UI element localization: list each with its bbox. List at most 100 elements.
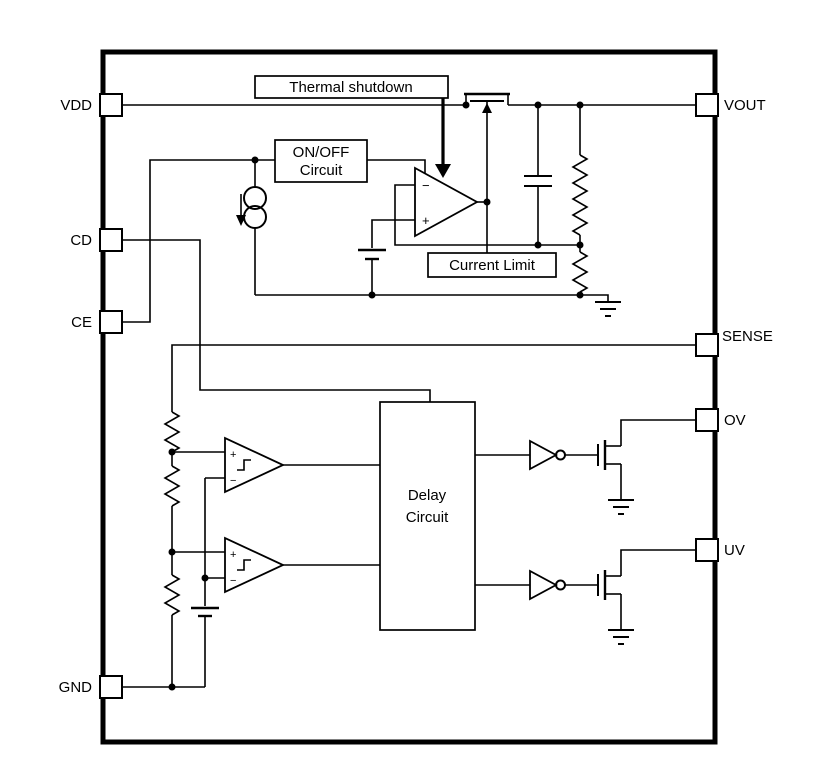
pin-ce-label: CE: [71, 314, 92, 331]
inverter-bubble: [555, 579, 566, 591]
pin-vdd: VDD: [60, 93, 123, 117]
thermal-arrow-head: [435, 164, 451, 178]
thermal-shutdown-block: Thermal shutdown: [254, 75, 451, 178]
wire: [122, 159, 275, 323]
pin-vdd-label: VDD: [60, 97, 92, 114]
resistor: [163, 465, 181, 507]
junction-dot: [462, 101, 470, 109]
comparator-minus-sign: −: [230, 475, 236, 487]
current-limit-label: Current Limit: [449, 257, 536, 274]
pin-cd-box: [99, 228, 123, 252]
comparator-uv: + −: [224, 536, 286, 594]
hysteresis-icon: [237, 559, 251, 571]
comparator-plus-sign: +: [230, 449, 236, 461]
current-limit-block: Current Limit: [427, 252, 557, 278]
pin-ov: OV: [695, 408, 746, 432]
comparator-triangle: [224, 436, 286, 494]
onoff-circuit-box: [274, 139, 368, 183]
junction-dot: [201, 574, 209, 582]
pin-ce: CE: [71, 310, 123, 334]
wire: [371, 219, 415, 248]
pin-sense: SENSE: [695, 328, 773, 357]
wire: [580, 294, 609, 302]
wire: [620, 419, 696, 446]
junction-dot: [168, 683, 176, 691]
current-limit-box: [427, 252, 557, 278]
onoff-label-line1: ON/OFF: [293, 144, 350, 161]
current-source-circle: [243, 186, 267, 210]
comparator-triangle: [224, 536, 286, 594]
junction-dot: [168, 448, 176, 456]
current-arrow-head: [236, 215, 246, 226]
inverter-triangle: [529, 569, 558, 601]
ground-symbol-divider: [595, 301, 621, 317]
sense-resistor-chain: [163, 411, 181, 616]
nmos-ov: [597, 440, 621, 470]
pin-vout-label: VOUT: [724, 97, 766, 114]
pin-uv: UV: [695, 538, 745, 562]
pin-ov-box: [695, 408, 719, 432]
pin-gnd-label: GND: [59, 679, 93, 696]
pin-cd-label: CD: [70, 232, 92, 249]
reference-voltage-bottom: [191, 606, 219, 618]
ground-symbol-ov: [608, 499, 634, 515]
pin-vdd-box: [99, 93, 123, 117]
delay-label-line1: Delay: [408, 487, 447, 504]
resistor: [571, 154, 589, 236]
opamp-triangle: [414, 166, 479, 238]
junction-dot: [576, 101, 584, 109]
junction-dot: [534, 101, 542, 109]
resistor: [163, 574, 181, 616]
opamp-minus-sign: −: [422, 178, 430, 193]
delay-circuit-block: Delay Circuit: [379, 401, 476, 631]
pin-sense-label: SENSE: [722, 328, 773, 345]
current-source-symbol: [236, 186, 267, 229]
pin-uv-label: UV: [724, 542, 745, 559]
ic-outline: [100, 49, 718, 745]
inverter-triangle: [529, 439, 558, 471]
comparator-plus-sign: +: [230, 549, 236, 561]
pin-vout-box: [695, 93, 719, 117]
pass-transistor: [464, 92, 510, 113]
pin-ov-label: OV: [724, 412, 746, 429]
junction-dot: [576, 291, 584, 299]
wire: [620, 549, 696, 576]
feedback-divider: [571, 154, 589, 293]
inverter-ov: [529, 439, 566, 471]
pin-sense-box: [695, 333, 719, 357]
junction-dot: [483, 198, 491, 206]
resistor: [571, 251, 589, 293]
pin-cd: CD: [70, 228, 123, 252]
reference-voltage-top: [358, 248, 386, 261]
error-amplifier: − +: [414, 166, 479, 238]
junction-dot: [168, 548, 176, 556]
nmos-uv: [597, 570, 621, 600]
compensation-capacitor: [524, 175, 552, 187]
opamp-plus-sign: +: [422, 213, 430, 228]
junction-dot: [576, 241, 584, 249]
inverter-bubble: [555, 449, 566, 461]
wires: [122, 101, 696, 688]
pin-gnd: GND: [59, 675, 123, 699]
onoff-label-line2: Circuit: [300, 162, 343, 179]
pin-vout: VOUT: [695, 93, 766, 117]
mosfet-arrow: [482, 103, 492, 113]
hysteresis-icon: [237, 459, 251, 471]
onoff-circuit-block: ON/OFF Circuit: [274, 139, 368, 183]
delay-circuit-box: [379, 401, 476, 631]
junction-dots: [168, 101, 584, 691]
inverter-uv: [529, 569, 566, 601]
comparator-minus-sign: −: [230, 575, 236, 587]
thermal-shutdown-label: Thermal shutdown: [289, 79, 412, 96]
wire: [367, 159, 426, 174]
comparator-ov: + −: [224, 436, 286, 494]
junction-dot: [534, 241, 542, 249]
thermal-shutdown-box: [254, 75, 449, 99]
pin-gnd-box: [99, 675, 123, 699]
wire: [122, 239, 431, 402]
junction-dot: [251, 156, 259, 164]
ground-symbol-uv: [608, 629, 634, 645]
pin-ce-box: [99, 310, 123, 334]
